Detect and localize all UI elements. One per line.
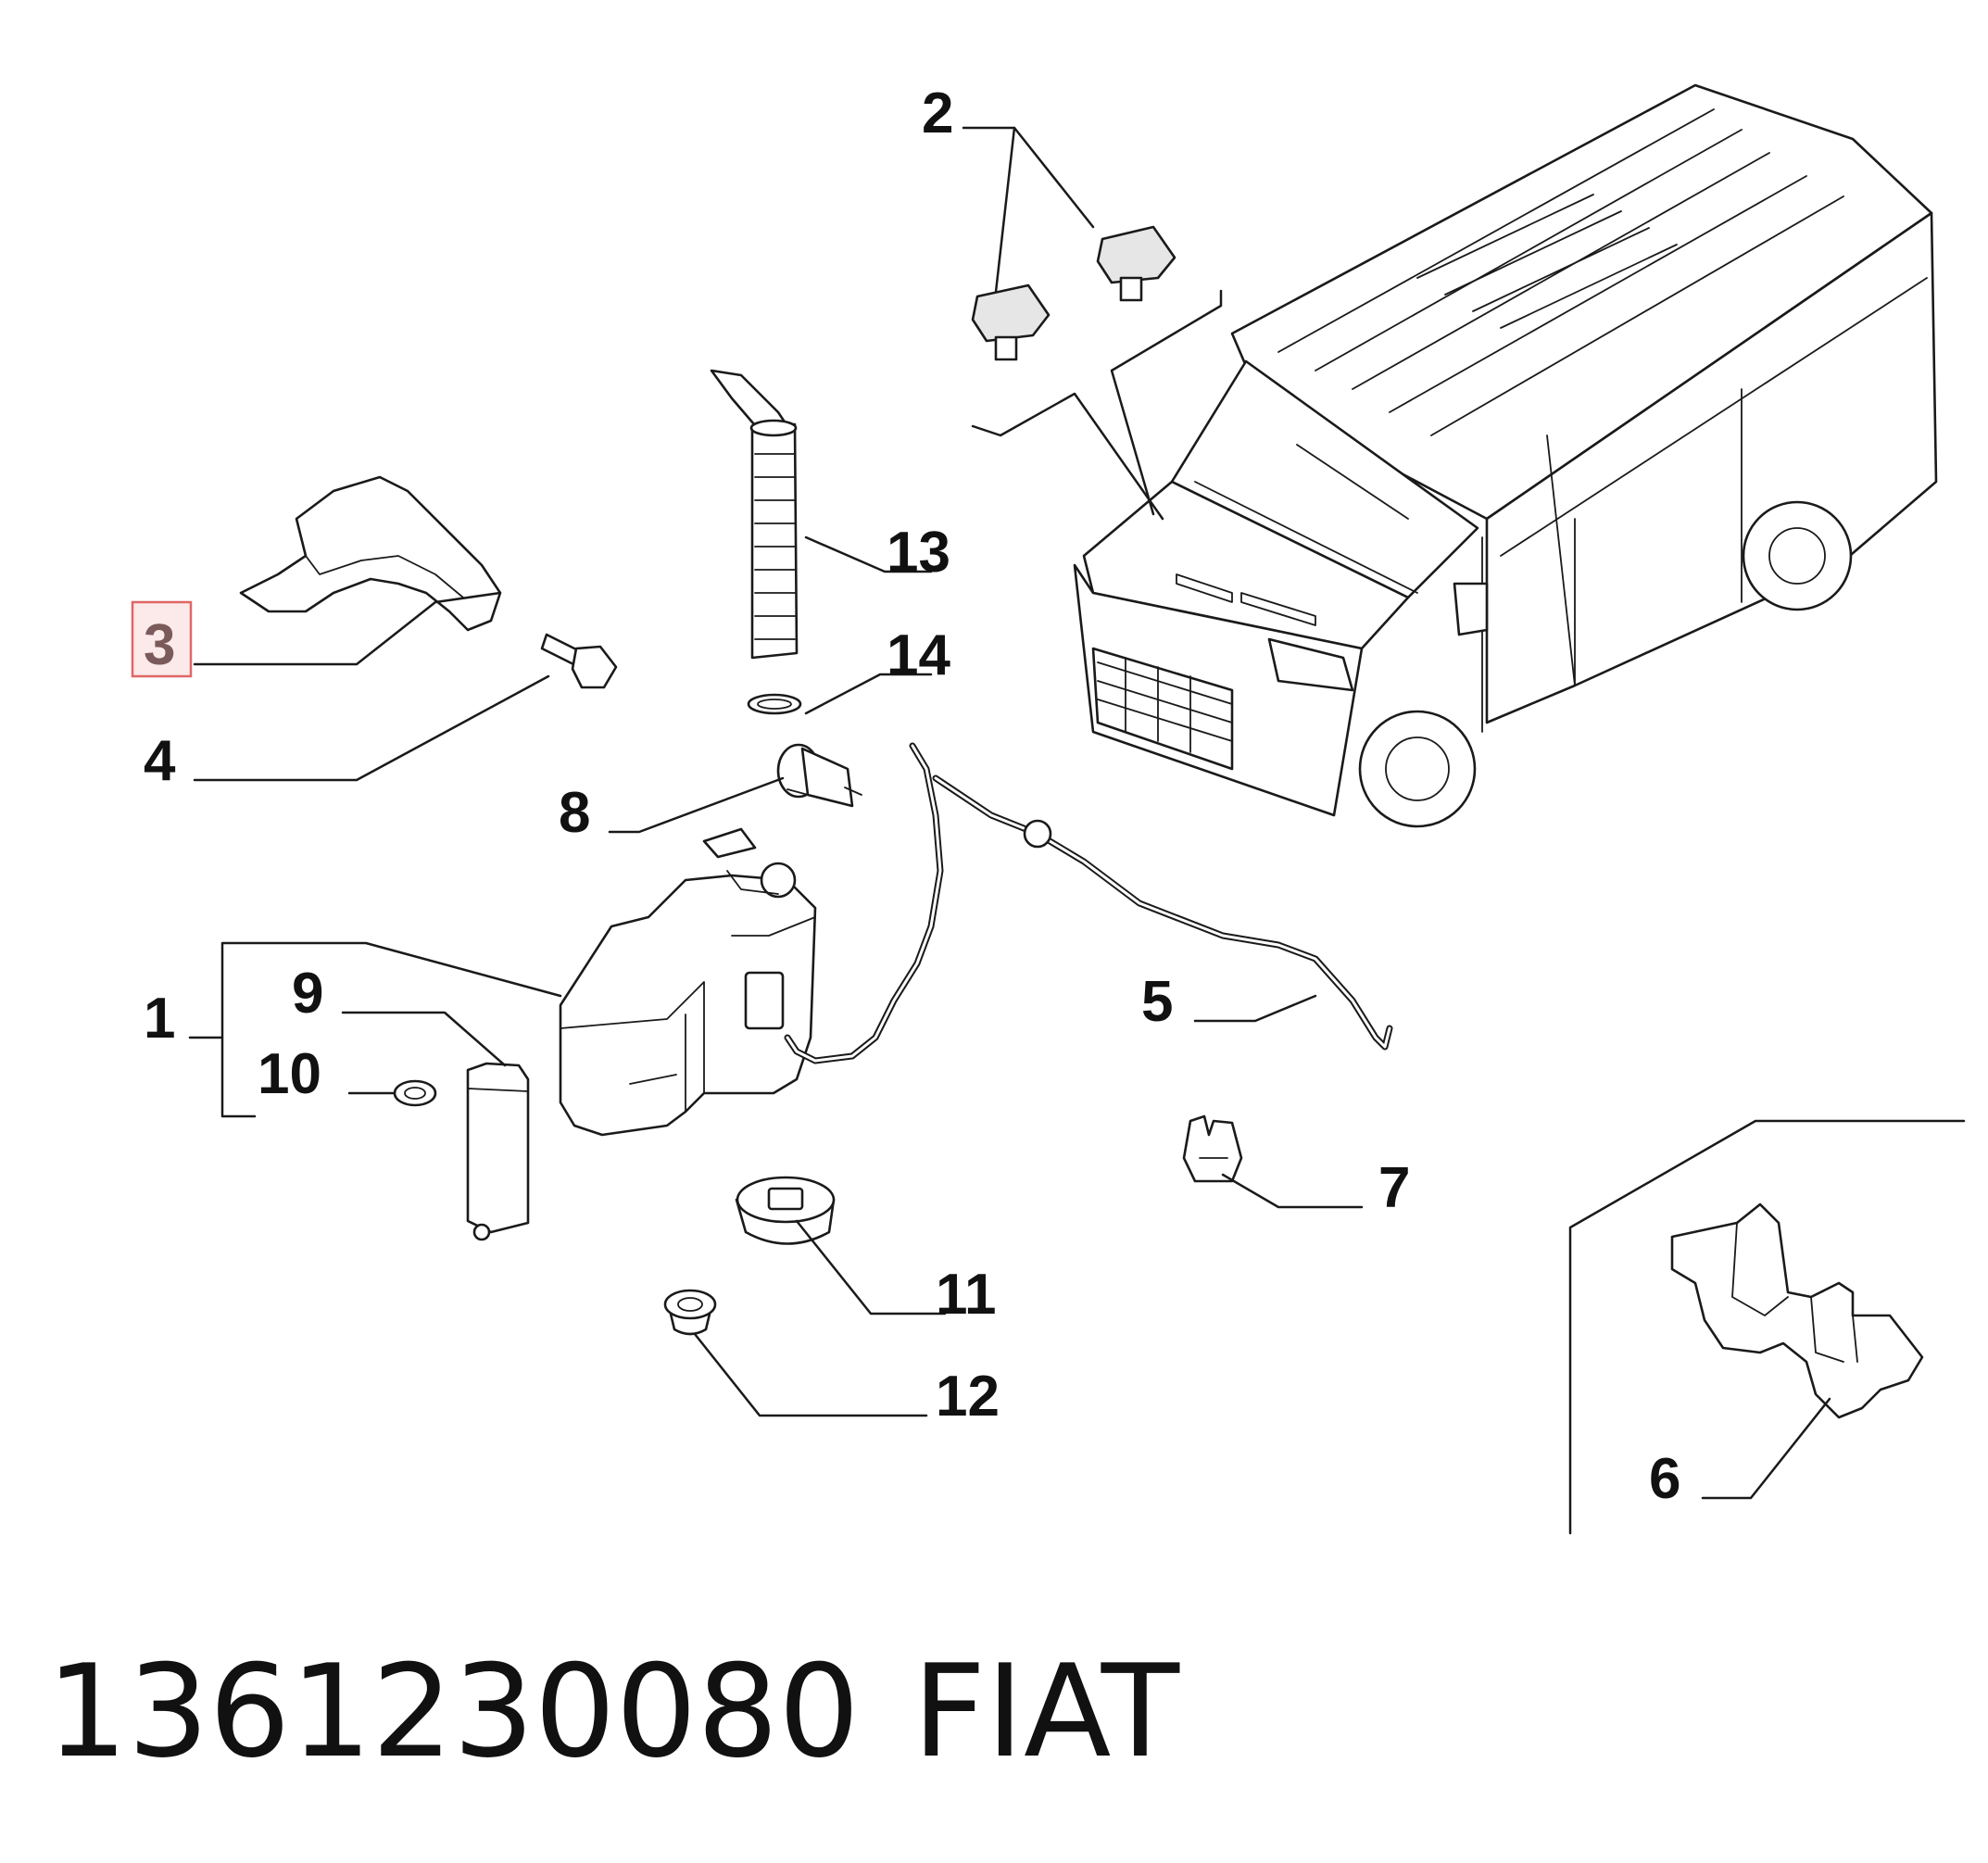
callout-8: 8 [559, 781, 590, 845]
callout-10: 10 [258, 1042, 321, 1106]
footer: 1361230080 FIAT [46, 1637, 1180, 1786]
callout-5: 5 [1141, 970, 1173, 1034]
part-3-bracket [239, 475, 502, 632]
part-4-bolt [540, 633, 618, 689]
van-illustration [1073, 83, 1938, 828]
callout-13: 13 [887, 521, 950, 585]
part-6-hose-holder [1568, 1119, 1966, 1535]
brand-name: FIAT [912, 1637, 1180, 1786]
part-11-cap [735, 1176, 836, 1245]
leader-lines [188, 535, 1831, 1500]
part-8-level-sensor [776, 743, 862, 808]
callout-3[interactable]: 3 [144, 613, 175, 677]
callout-labels: 2 13 14 3 4 8 1 9 10 5 7 11 12 6 [131, 82, 1680, 1511]
callout-2: 2 [922, 82, 953, 145]
callout-14: 14 [887, 623, 950, 687]
part-10-seal [393, 1079, 437, 1107]
callout-9: 9 [292, 962, 323, 1026]
callout-4: 4 [144, 729, 176, 793]
part-1-reservoir [559, 827, 817, 1137]
callout-1: 1 [144, 987, 175, 1051]
part-5-hose [784, 742, 1393, 1064]
part-9-pump [466, 1062, 530, 1241]
part-7-clip [1182, 1114, 1243, 1183]
callout-3-highlight [131, 600, 193, 678]
callout-7: 7 [1378, 1156, 1410, 1220]
part-number: 1361230080 [46, 1637, 860, 1786]
part-12-grommet [663, 1289, 717, 1336]
callout-11: 11 [936, 1263, 997, 1327]
callout-6: 6 [1649, 1447, 1680, 1511]
part-2-washer-jets [962, 126, 1223, 521]
callout-12: 12 [936, 1365, 1000, 1429]
part-13-filler-neck [710, 369, 799, 660]
part-14-o-ring [747, 693, 802, 715]
